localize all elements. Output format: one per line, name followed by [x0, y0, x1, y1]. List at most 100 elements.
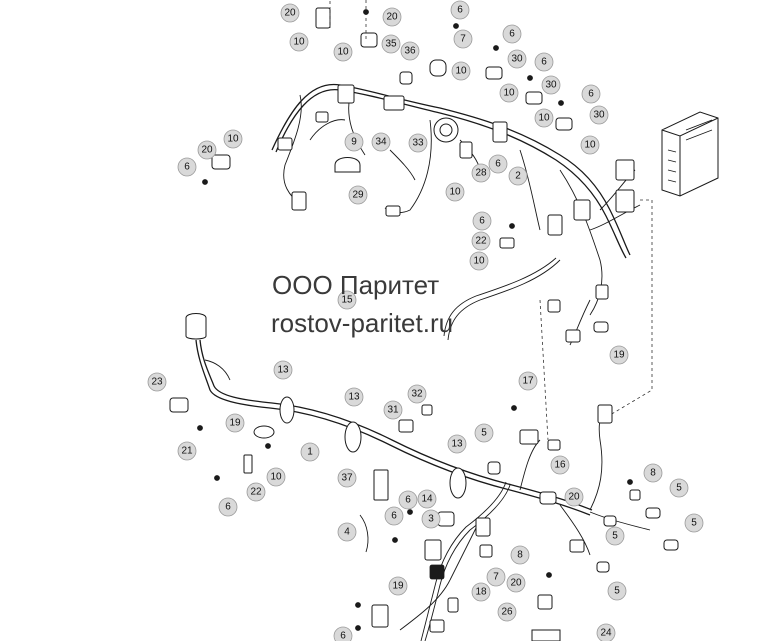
upper-harness: [271, 83, 641, 346]
svg-text:10: 10: [538, 113, 550, 124]
callout-8-b: 8: [510, 545, 530, 565]
callout-29: 29: [348, 185, 368, 205]
svg-text:8: 8: [517, 550, 523, 561]
callout-33: 33: [408, 133, 428, 153]
callout-3: 3: [421, 509, 441, 529]
svg-text:2: 2: [515, 171, 521, 182]
callout-17: 17: [518, 371, 538, 391]
svg-text:10: 10: [449, 187, 461, 198]
callout-19-a: 19: [609, 345, 629, 365]
svg-text:20: 20: [284, 8, 296, 19]
callout-20-c: 20: [197, 140, 217, 160]
svg-text:32: 32: [411, 389, 423, 400]
svg-text:28: 28: [475, 168, 487, 179]
svg-text:19: 19: [229, 418, 241, 429]
svg-text:22: 22: [250, 487, 262, 498]
callout-15: 15: [337, 290, 357, 310]
svg-text:30: 30: [593, 110, 605, 121]
callout-18: 18: [471, 582, 491, 602]
svg-text:29: 29: [352, 190, 364, 201]
svg-text:15: 15: [341, 295, 353, 306]
callout-6-g: 6: [472, 211, 492, 231]
callout-23: 23: [147, 372, 167, 392]
svg-text:17: 17: [522, 376, 534, 387]
svg-text:36: 36: [404, 46, 416, 57]
callout-10-f: 10: [580, 135, 600, 155]
callout-22-b: 22: [246, 482, 266, 502]
svg-text:37: 37: [341, 473, 353, 484]
svg-text:10: 10: [584, 140, 596, 151]
svg-text:6: 6: [340, 631, 346, 641]
svg-text:6: 6: [405, 495, 411, 506]
svg-text:9: 9: [351, 137, 357, 148]
callout-13-a: 13: [273, 360, 293, 380]
callout-6-a: 6: [450, 0, 470, 20]
svg-text:20: 20: [201, 145, 213, 156]
svg-text:6: 6: [495, 159, 501, 170]
dashed-leaders: [329, 0, 653, 441]
svg-text:13: 13: [348, 392, 360, 403]
callout-34: 34: [371, 132, 391, 152]
lower-parts: [169, 396, 679, 641]
svg-text:7: 7: [460, 34, 466, 45]
callout-20-d: 20: [564, 487, 584, 507]
svg-text:8: 8: [650, 468, 656, 479]
svg-text:30: 30: [511, 54, 523, 65]
svg-text:35: 35: [385, 39, 397, 50]
callout-10-c: 10: [451, 61, 471, 81]
svg-text:3: 3: [428, 514, 434, 525]
svg-text:31: 31: [387, 405, 399, 416]
callout-35: 35: [381, 34, 401, 54]
callout-10-a: 10: [289, 32, 309, 52]
svg-text:20: 20: [386, 12, 398, 23]
callout-4: 4: [337, 522, 357, 542]
callout-30-c: 30: [589, 105, 609, 125]
lower-harness: [185, 313, 651, 641]
callout-26: 26: [497, 602, 517, 622]
callout-16: 16: [550, 455, 570, 475]
svg-text:10: 10: [455, 66, 467, 77]
svg-text:21: 21: [181, 446, 193, 457]
callout-6-e: 6: [488, 154, 508, 174]
callout-37: 37: [337, 468, 357, 488]
callout-1: 1: [300, 442, 320, 462]
svg-text:33: 33: [412, 138, 424, 149]
svg-text:5: 5: [612, 531, 618, 542]
callout-30-b: 30: [541, 75, 561, 95]
callout-13-b: 13: [344, 387, 364, 407]
svg-text:6: 6: [391, 511, 397, 522]
svg-text:13: 13: [277, 365, 289, 376]
svg-text:6: 6: [225, 502, 231, 513]
callout-13-c: 13: [447, 434, 467, 454]
svg-text:19: 19: [392, 581, 404, 592]
svg-text:22: 22: [475, 236, 487, 247]
callout-8-a: 8: [643, 463, 663, 483]
svg-text:18: 18: [475, 587, 487, 598]
svg-text:16: 16: [554, 460, 566, 471]
callout-6-b: 6: [502, 24, 522, 44]
svg-text:5: 5: [676, 483, 682, 494]
callout-5-e: 5: [607, 581, 627, 601]
svg-text:14: 14: [421, 494, 433, 505]
watermark-company-name: ООО Паритет: [272, 270, 440, 300]
callout-31: 31: [383, 400, 403, 420]
svg-text:6: 6: [479, 216, 485, 227]
svg-text:4: 4: [344, 527, 350, 538]
svg-text:30: 30: [545, 80, 557, 91]
svg-text:20: 20: [510, 578, 522, 589]
svg-text:26: 26: [501, 607, 513, 618]
callouts: 20 20 6 10 10 35 36 7 6 10 30 6 10 30 6 …: [147, 0, 704, 641]
callout-6-i: 6: [398, 490, 418, 510]
callout-7-a: 7: [453, 29, 473, 49]
svg-text:13: 13: [451, 439, 463, 450]
svg-text:34: 34: [375, 137, 387, 148]
callout-7-b: 7: [486, 567, 506, 587]
callout-10-b: 10: [333, 42, 353, 62]
callout-5-c: 5: [605, 526, 625, 546]
callout-2: 2: [508, 166, 528, 186]
callout-6-d: 6: [581, 84, 601, 104]
callout-21: 21: [177, 441, 197, 461]
callout-10-d: 10: [499, 83, 519, 103]
callout-6-j: 6: [384, 506, 404, 526]
